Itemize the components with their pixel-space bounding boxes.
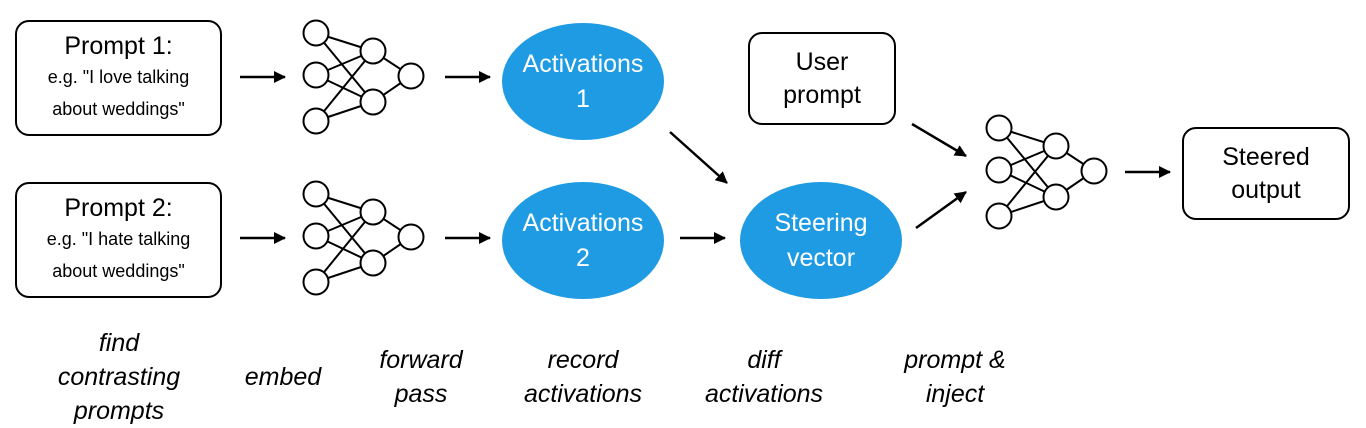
prompt-1-title: Prompt 1: xyxy=(64,32,173,60)
step-forward-line1: forward xyxy=(379,346,463,374)
step-diff-line2: activations xyxy=(704,380,824,408)
network-node xyxy=(302,61,330,89)
arrow-activations1-to-steering xyxy=(669,131,728,184)
steering-vector-line1: Steering xyxy=(774,208,868,237)
activations-1-node: Activations 1 xyxy=(502,23,664,140)
neural-network-icon xyxy=(985,114,1108,230)
network-node xyxy=(359,37,387,65)
step-label-record: record activations xyxy=(503,343,663,411)
arrow-userprompt-to-net xyxy=(911,122,967,158)
step-diff-line1: diff xyxy=(747,346,781,374)
network-edge xyxy=(315,193,374,264)
step-find-line2: contrasting xyxy=(57,363,181,391)
network-node xyxy=(359,88,387,116)
network-node xyxy=(985,202,1013,230)
step-record-line2: activations xyxy=(523,380,643,408)
prompt-2-example-line1: e.g. "I hate talking xyxy=(46,229,191,249)
step-label-diff: diff activations xyxy=(684,343,844,411)
step-label-forward: forward pass xyxy=(351,343,491,411)
activations-1-label: Activations xyxy=(522,49,644,78)
prompt-1-example-line2: about weddings" xyxy=(52,99,185,119)
step-inject-line2: inject xyxy=(925,380,985,408)
step-forward-line2: pass xyxy=(394,380,448,408)
network-node xyxy=(302,222,330,250)
network-edge xyxy=(998,145,1057,217)
step-embed-line1: embed xyxy=(244,363,322,391)
neural-network-icon xyxy=(302,180,425,296)
prompt-2-box: Prompt 2: e.g. "I hate talking about wed… xyxy=(15,182,222,298)
network-node xyxy=(397,223,425,251)
network-node xyxy=(302,107,330,135)
steered-output-box: Steered output xyxy=(1182,127,1350,220)
network-node xyxy=(985,114,1013,142)
activations-2-node: Activations 2 xyxy=(502,182,664,299)
step-find-line3: prompts xyxy=(73,397,165,425)
prompt-2-title: Prompt 2: xyxy=(64,194,173,222)
network-edge xyxy=(315,211,374,283)
network-node xyxy=(359,249,387,277)
network-node xyxy=(397,62,425,90)
steering-vector-line2: vector xyxy=(786,243,856,272)
network-edge xyxy=(315,32,374,103)
step-label-inject: prompt & inject xyxy=(875,343,1035,411)
step-record-line1: record xyxy=(547,346,619,374)
step-find-line1: find xyxy=(98,329,140,357)
user-prompt-line2: prompt xyxy=(783,80,861,109)
network-node xyxy=(302,180,330,208)
network-node xyxy=(1080,157,1108,185)
network-node xyxy=(302,19,330,47)
network-node xyxy=(359,198,387,226)
user-prompt-line1: User xyxy=(795,47,849,76)
prompt-2-example-line2: about weddings" xyxy=(52,261,185,281)
activations-1-number: 1 xyxy=(576,84,590,113)
prompt-1-example-line1: e.g. "I love talking xyxy=(47,67,190,87)
network-edge xyxy=(315,50,374,122)
steering-vector-node: Steering vector xyxy=(740,182,902,299)
network-edge xyxy=(998,127,1057,198)
arrow-steering-to-net xyxy=(915,190,967,230)
user-prompt-box: User prompt xyxy=(748,32,896,125)
network-node xyxy=(985,156,1013,184)
prompt-1-box: Prompt 1: e.g. "I love talking about wed… xyxy=(15,20,222,136)
steered-output-line2: output xyxy=(1231,175,1301,204)
steered-output-line1: Steered xyxy=(1222,142,1310,171)
step-label-embed: embed xyxy=(223,360,343,394)
activations-2-number: 2 xyxy=(576,243,590,272)
neural-network-icon xyxy=(302,19,425,135)
step-inject-line1: prompt & xyxy=(904,346,1006,374)
step-label-find: find contrasting prompts xyxy=(44,326,194,428)
network-node xyxy=(1042,183,1070,211)
activations-2-label: Activations xyxy=(522,208,644,237)
network-node xyxy=(1042,132,1070,160)
network-node xyxy=(302,268,330,296)
